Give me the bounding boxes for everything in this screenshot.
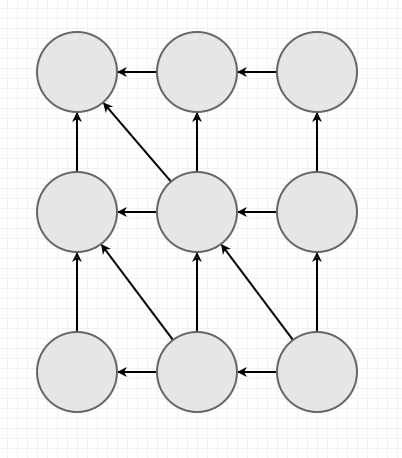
node-n-0-2[interactable]: [276, 31, 358, 113]
edges-layer: [72, 67, 322, 377]
edge-n-2-1-to-n-1-0: [100, 244, 174, 341]
node-n-0-0[interactable]: [36, 31, 118, 113]
node-n-1-2[interactable]: [276, 171, 358, 253]
node-n-1-1[interactable]: [156, 171, 238, 253]
edge-n-2-2-to-n-1-1: [220, 244, 294, 341]
edge-n-1-1-to-n-0-0: [102, 102, 172, 183]
node-n-1-0[interactable]: [36, 171, 118, 253]
node-n-2-1[interactable]: [156, 331, 238, 413]
nodes-layer: [36, 31, 358, 413]
node-n-2-2[interactable]: [276, 331, 358, 413]
node-n-0-1[interactable]: [156, 31, 238, 113]
node-n-2-0[interactable]: [36, 331, 118, 413]
